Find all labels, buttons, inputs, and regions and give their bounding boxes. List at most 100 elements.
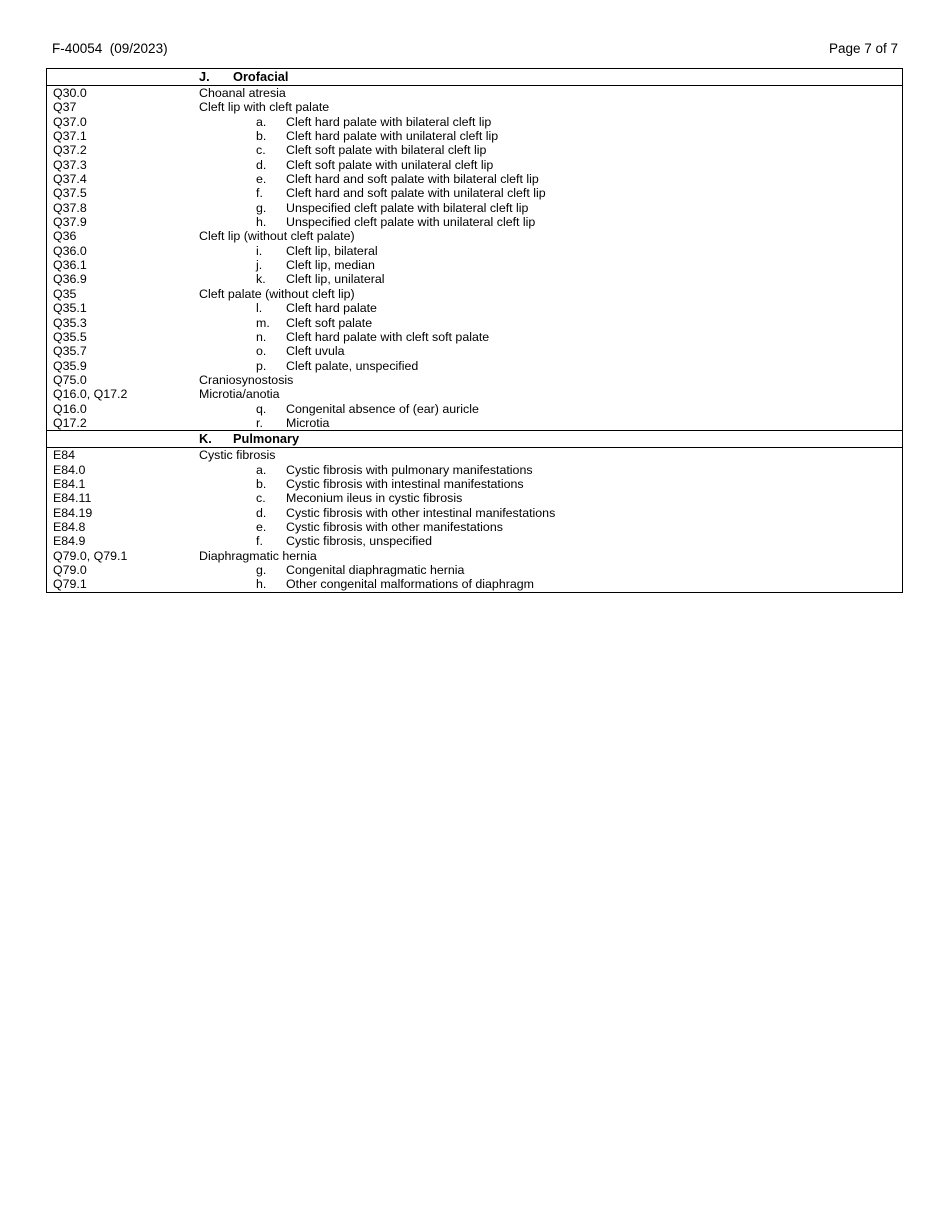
code-value: Q36.0: [53, 243, 87, 258]
item-description: Cleft hard palate with cleft soft palate: [286, 329, 490, 344]
item-letter: k.: [256, 272, 266, 287]
item-description: Congenital diaphragmatic hernia: [286, 563, 465, 577]
item-letter: i.: [256, 243, 263, 258]
code-value: Q16.0: [53, 401, 87, 416]
code-value: Q79.1: [53, 577, 87, 592]
item-letter: e.: [256, 172, 267, 187]
category-label: Diaphragmatic hernia: [199, 548, 317, 563]
code-value: Q37.8: [53, 200, 87, 215]
item-description: Cleft hard and soft palate with unilater…: [286, 186, 546, 201]
item-description: Cleft palate, unspecified: [286, 358, 419, 373]
item-description: Cleft soft palate with bilateral cleft l…: [286, 143, 487, 158]
item-description: Cleft uvula: [286, 344, 345, 359]
item-description: Cystic fibrosis with other intestinal ma…: [286, 505, 556, 520]
document-form-number: F-40054 (09/2023): [52, 41, 168, 56]
item-description: Cystic fibrosis with other manifestation…: [286, 519, 503, 534]
page-header: F-40054 (09/2023) Page 7 of 7: [52, 40, 898, 60]
section-header-row: K.Pulmonary: [47, 430, 902, 449]
code-value: E84.8: [53, 519, 86, 534]
section-header: J.Orofacial: [47, 69, 902, 85]
code-value: Q35: [53, 286, 77, 301]
item-letter: h.: [256, 215, 267, 230]
item-description: Microtia: [286, 415, 330, 430]
section-header-cell: K.Pulmonary: [47, 430, 902, 449]
code-value: Q37.0: [53, 114, 87, 129]
category-label: Craniosynostosis: [199, 372, 294, 387]
code-value: Q35.9: [53, 358, 87, 373]
item-description: Other congenital malformations of diaphr…: [286, 577, 534, 592]
item-description: Cystic fibrosis with intestinal manifest…: [286, 476, 524, 491]
code-value: Q79.0: [53, 563, 87, 577]
item-letter: g.: [256, 563, 267, 577]
item-letter: l.: [256, 301, 263, 316]
code-value: E84.0: [53, 462, 86, 477]
item-description: Cleft hard palate with unilateral cleft …: [286, 129, 499, 144]
item-letter: b.: [256, 129, 267, 144]
item-letter: n.: [256, 329, 267, 344]
code-value: Q37.5: [53, 186, 87, 201]
page-number: Page 7 of 7: [828, 41, 898, 56]
item-letter: o.: [256, 344, 267, 359]
section-title: Orofacial: [233, 69, 289, 84]
table-row-cell: E84.8 e. Cystic fibrosis with other manife…: [47, 520, 902, 534]
item-letter: e.: [256, 519, 267, 534]
item-description: Unspecified cleft palate with unilateral…: [286, 215, 536, 230]
code-value: E84.9: [53, 534, 86, 549]
code-value: Q17.2: [53, 415, 87, 430]
item-description: Cleft soft palate: [286, 315, 373, 330]
code-row: Q79.0 g. Congenital diaphragmatic hernia: [47, 563, 902, 577]
item-letter: p.: [256, 358, 267, 373]
category-label: Microtia/anotia: [199, 387, 280, 402]
section-header: K.Pulmonary: [47, 431, 902, 447]
section-header-cell: J.Orofacial: [47, 69, 902, 86]
category-label: Cystic fibrosis: [199, 448, 276, 463]
